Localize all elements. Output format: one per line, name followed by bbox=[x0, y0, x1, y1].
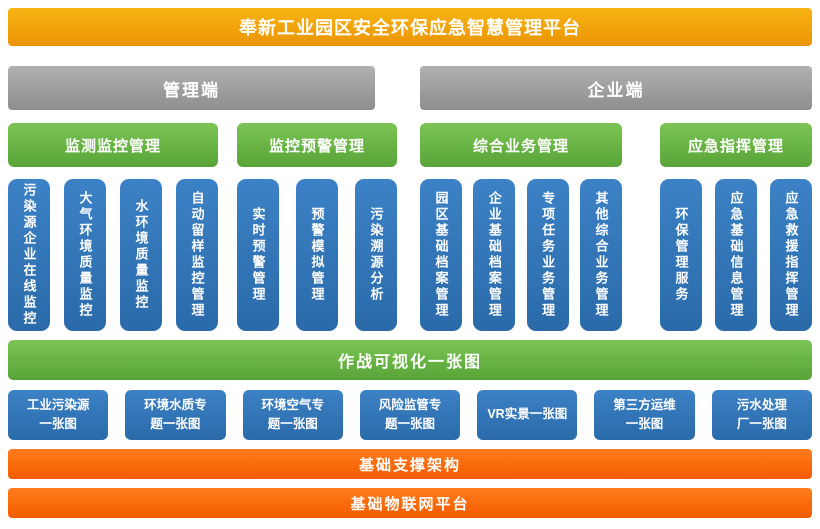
module-label: 环保管理服务 bbox=[673, 207, 689, 303]
module-label: 污染溯源分析 bbox=[368, 207, 384, 303]
viz-box: 风险监管专 题一张图 bbox=[359, 390, 461, 440]
module-label: 实时预警管理 bbox=[250, 207, 266, 303]
group-header-comprehensive-business: 综合业务管理 bbox=[420, 123, 622, 167]
viz-box: 环境空气专 题一张图 bbox=[242, 390, 343, 440]
module-label: 水环境质量监控 bbox=[133, 199, 149, 311]
module-box: 应急救援指挥管理 bbox=[770, 179, 812, 331]
visualization-header: 作战可视化一张图 bbox=[8, 340, 812, 380]
sides-row: 管理端 企业端 bbox=[8, 66, 812, 110]
group-items: 环保管理服务 应急基础信息管理 应急救援指挥管理 bbox=[660, 179, 812, 331]
group-items: 实时预警管理 预警模拟管理 污染溯源分析 bbox=[237, 179, 397, 331]
group-header-monitoring-control: 监测监控管理 bbox=[8, 123, 218, 167]
group-warning-management: 监控预警管理 实时预警管理 预警模拟管理 污染溯源分析 bbox=[237, 123, 397, 331]
module-box: 应急基础信息管理 bbox=[715, 179, 757, 331]
module-box: 实时预警管理 bbox=[237, 179, 279, 331]
group-items: 污染源企业在线监控 大气环境质量监控 水环境质量监控 自动留样监控管理 bbox=[8, 179, 218, 331]
module-box: 专项任务业务管理 bbox=[526, 179, 569, 331]
module-box: 其他综合业务管理 bbox=[579, 179, 622, 331]
module-box: 污染溯源分析 bbox=[355, 179, 397, 331]
module-label: 应急基础信息管理 bbox=[728, 191, 744, 319]
module-box: 环保管理服务 bbox=[660, 179, 702, 331]
group-header-warning-management: 监控预警管理 bbox=[237, 123, 397, 167]
module-label: 自动留样监控管理 bbox=[189, 191, 205, 319]
module-label: 企业基础档案管理 bbox=[486, 191, 502, 319]
module-box: 预警模拟管理 bbox=[296, 179, 338, 331]
module-box: 水环境质量监控 bbox=[120, 179, 162, 331]
module-label: 预警模拟管理 bbox=[309, 207, 325, 303]
module-groups: 监测监控管理 污染源企业在线监控 大气环境质量监控 水环境质量监控 自动留样监控… bbox=[8, 123, 812, 331]
module-label: 其他综合业务管理 bbox=[593, 191, 609, 319]
module-label: 污染源企业在线监控 bbox=[21, 183, 37, 327]
module-box: 污染源企业在线监控 bbox=[8, 179, 50, 331]
module-label: 专项任务业务管理 bbox=[540, 191, 556, 319]
viz-box: 污水处理 厂一张图 bbox=[711, 390, 812, 440]
module-label: 大气环境质量监控 bbox=[77, 191, 93, 319]
viz-box: 环境水质专 题一张图 bbox=[125, 390, 226, 440]
foundation-iot-banner: 基础物联网平台 bbox=[8, 488, 812, 518]
viz-box: 工业污染源 一张图 bbox=[8, 390, 109, 440]
module-box: 大气环境质量监控 bbox=[64, 179, 106, 331]
viz-box: 第三方运维 一张图 bbox=[594, 390, 695, 440]
module-box: 园区基础档案管理 bbox=[420, 179, 462, 331]
module-label: 应急救援指挥管理 bbox=[783, 191, 799, 319]
group-comprehensive-business: 综合业务管理 园区基础档案管理 企业基础档案管理 专项任务业务管理 其他综合业务… bbox=[420, 123, 622, 331]
module-label: 园区基础档案管理 bbox=[433, 191, 449, 319]
visualization-row: 工业污染源 一张图 环境水质专 题一张图 环境空气专 题一张图 风险监管专 题一… bbox=[8, 390, 812, 440]
group-items: 园区基础档案管理 企业基础档案管理 专项任务业务管理 其他综合业务管理 bbox=[420, 179, 622, 331]
group-emergency-command: 应急指挥管理 环保管理服务 应急基础信息管理 应急救援指挥管理 bbox=[660, 123, 812, 331]
module-box: 企业基础档案管理 bbox=[473, 179, 516, 331]
foundation-support-banner: 基础支撑架构 bbox=[8, 449, 812, 479]
group-header-emergency-command: 应急指挥管理 bbox=[660, 123, 812, 167]
page-title: 奉新工业园区安全环保应急智慧管理平台 bbox=[8, 8, 812, 46]
viz-box: VR实景一张图 bbox=[477, 390, 578, 440]
module-box: 自动留样监控管理 bbox=[176, 179, 218, 331]
group-monitoring-control: 监测监控管理 污染源企业在线监控 大气环境质量监控 水环境质量监控 自动留样监控… bbox=[8, 123, 218, 331]
side-management: 管理端 bbox=[8, 66, 375, 110]
side-enterprise: 企业端 bbox=[420, 66, 812, 110]
